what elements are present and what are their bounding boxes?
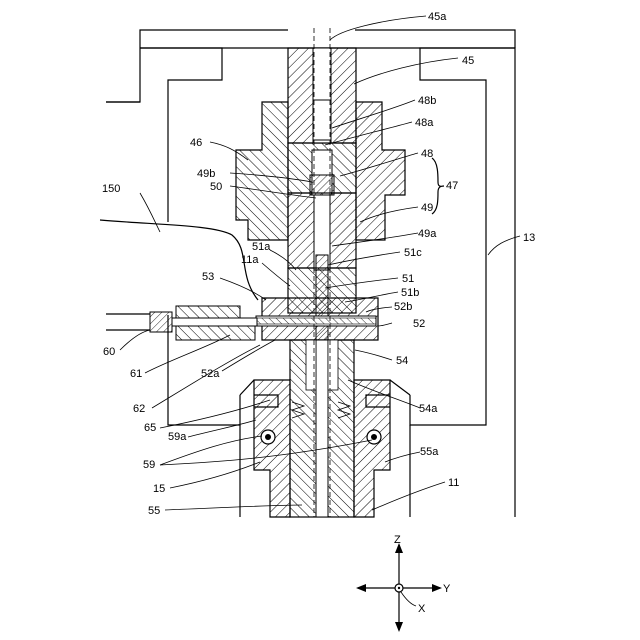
label-45: 45 — [462, 55, 474, 67]
label-59: 59 — [143, 459, 155, 471]
label-61: 61 — [130, 368, 142, 380]
label-11a: 11a — [241, 254, 259, 266]
label-59a: 59a — [168, 431, 187, 443]
pipe-60 — [106, 306, 257, 340]
shaft-55 — [290, 340, 354, 517]
label-49: 49 — [421, 202, 433, 214]
label-55: 55 — [148, 505, 160, 517]
label-150: 150 — [102, 183, 120, 195]
label-13: 13 — [523, 232, 535, 244]
shaft-45 — [288, 48, 356, 143]
label-46: 46 — [190, 137, 202, 149]
axis-x-label: X — [418, 603, 426, 615]
label-11: 11 — [448, 477, 459, 489]
label-49b: 49b — [197, 168, 215, 180]
label-49a: 49a — [418, 228, 437, 240]
label-51a: 51a — [252, 241, 271, 253]
label-54: 54 — [396, 355, 408, 367]
axis-y-label: Y — [443, 583, 451, 595]
label-50: 50 — [210, 181, 222, 193]
label-51b: 51b — [401, 287, 419, 299]
label-52b: 52b — [394, 301, 412, 313]
label-47: 47 — [446, 180, 458, 192]
label-65: 65 — [144, 422, 156, 434]
label-52: 52 — [413, 318, 425, 330]
block-48 — [288, 143, 356, 195]
label-48a: 48a — [415, 117, 434, 129]
label-52a: 52a — [201, 368, 220, 380]
part-150 — [100, 220, 258, 300]
label-15: 15 — [153, 483, 165, 495]
label-51c: 51c — [404, 247, 422, 259]
label-48b: 48b — [418, 95, 436, 107]
label-55a: 55a — [420, 446, 439, 458]
axis-z-label: Z — [394, 534, 401, 546]
label-62: 62 — [133, 403, 145, 415]
axis-indicator: Z Y X — [356, 534, 451, 632]
label-60: 60 — [103, 346, 115, 358]
label-51: 51 — [402, 273, 414, 285]
label-48: 48 — [421, 148, 433, 160]
plate-52 — [256, 298, 378, 340]
label-54a: 54a — [419, 403, 438, 415]
label-45a: 45a — [428, 11, 447, 23]
label-53: 53 — [202, 271, 214, 283]
